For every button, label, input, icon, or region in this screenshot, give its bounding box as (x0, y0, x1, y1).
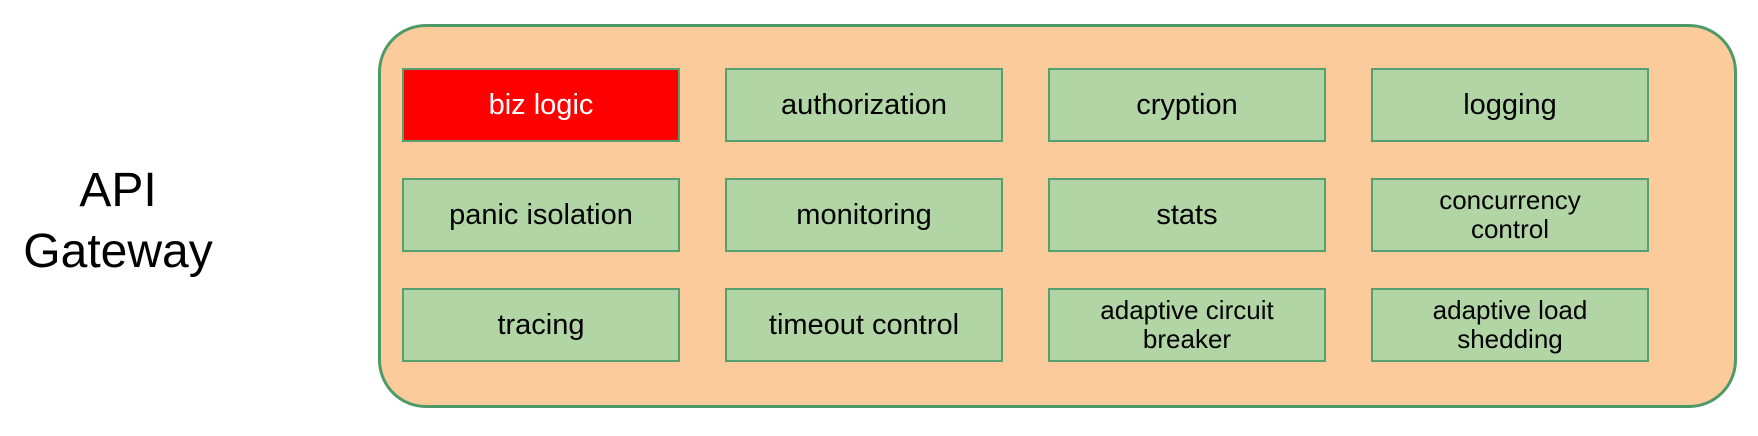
api-gateway-container: biz logic authorization cryption logging pan… (378, 24, 1737, 408)
feature-box-authorization: authorization (725, 68, 1003, 142)
feature-box-concurrency-control: concurrency control (1371, 178, 1649, 252)
feature-box-monitoring: monitoring (725, 178, 1003, 252)
feature-box-stats: stats (1048, 178, 1326, 252)
feature-box-adaptive-circuit-breaker: adaptive circuit breaker (1048, 288, 1326, 362)
feature-box-cryption: cryption (1048, 68, 1326, 142)
feature-box-logging: logging (1371, 68, 1649, 142)
feature-box-biz-logic: biz logic (402, 68, 680, 142)
api-gateway-label: API Gateway (23, 164, 213, 279)
feature-grid: biz logic authorization cryption logging pan… (402, 68, 1649, 362)
feature-box-tracing: tracing (402, 288, 680, 362)
feature-box-timeout-control: timeout control (725, 288, 1003, 362)
feature-box-panic-isolation: panic isolation (402, 178, 680, 252)
feature-box-adaptive-load-shedding: adaptive load shedding (1371, 288, 1649, 362)
